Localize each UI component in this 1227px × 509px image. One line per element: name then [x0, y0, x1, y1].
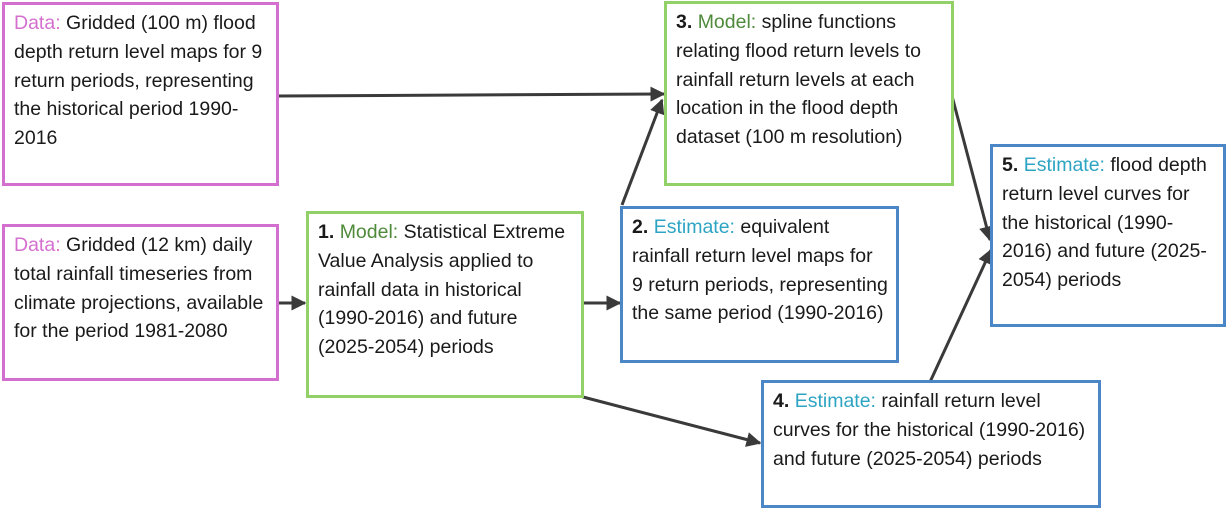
box-text: Statistical Extreme Value Analysis appli… [318, 221, 566, 359]
step-number: 1. [318, 221, 335, 243]
flood-depth-data-box: Data: Gridded (100 m) flood depth return… [2, 2, 279, 186]
extreme-value-model-box: 1. Model: Statistical Extreme Value Anal… [306, 211, 584, 398]
data-keyword: Data: [14, 12, 61, 34]
equivalent-rainfall-maps-box: 2. Estimate: equivalent rainfall return … [620, 206, 899, 363]
arrow-eva-model-to-rainfall-curves [582, 395, 762, 447]
estimate-keyword: Estimate: [653, 216, 735, 238]
arrow-equivalent-maps-to-spline-model [620, 98, 665, 206]
arrow-rainfall-curves-to-flood-curves [928, 248, 993, 383]
data-keyword: Data: [14, 234, 61, 256]
spline-model-box: 3. Model: spline functions relating floo… [664, 1, 954, 186]
estimate-keyword: Estimate: [794, 390, 876, 412]
box-text: spline functions relating flood return l… [676, 11, 921, 149]
model-keyword: Model: [697, 11, 757, 33]
estimate-keyword: Estimate: [1023, 154, 1105, 176]
box-text: rainfall return level curves for the his… [773, 390, 1086, 470]
step-number: 2. [632, 216, 649, 238]
arrow-flood-data-to-spline-model [277, 86, 666, 102]
box-text: equivalent rainfall return level maps fo… [632, 216, 888, 325]
box-text: Gridded (12 km) daily total rainfall tim… [14, 234, 264, 343]
model-keyword: Model: [339, 221, 399, 243]
box-text: flood depth return level curves for the … [1002, 154, 1207, 292]
rainfall-return-curves-box: 4. Estimate: rainfall return level curve… [761, 380, 1101, 508]
step-number: 3. [676, 11, 693, 33]
flood-return-curves-box: 5. Estimate: flood depth return level cu… [990, 144, 1226, 327]
rainfall-data-box: Data: Gridded (12 km) daily total rainfa… [2, 224, 279, 381]
step-number: 5. [1002, 154, 1019, 176]
box-text: Gridded (100 m) flood depth return level… [14, 12, 263, 150]
step-number: 4. [773, 390, 790, 412]
arrow-spline-model-to-flood-curves [950, 95, 994, 242]
